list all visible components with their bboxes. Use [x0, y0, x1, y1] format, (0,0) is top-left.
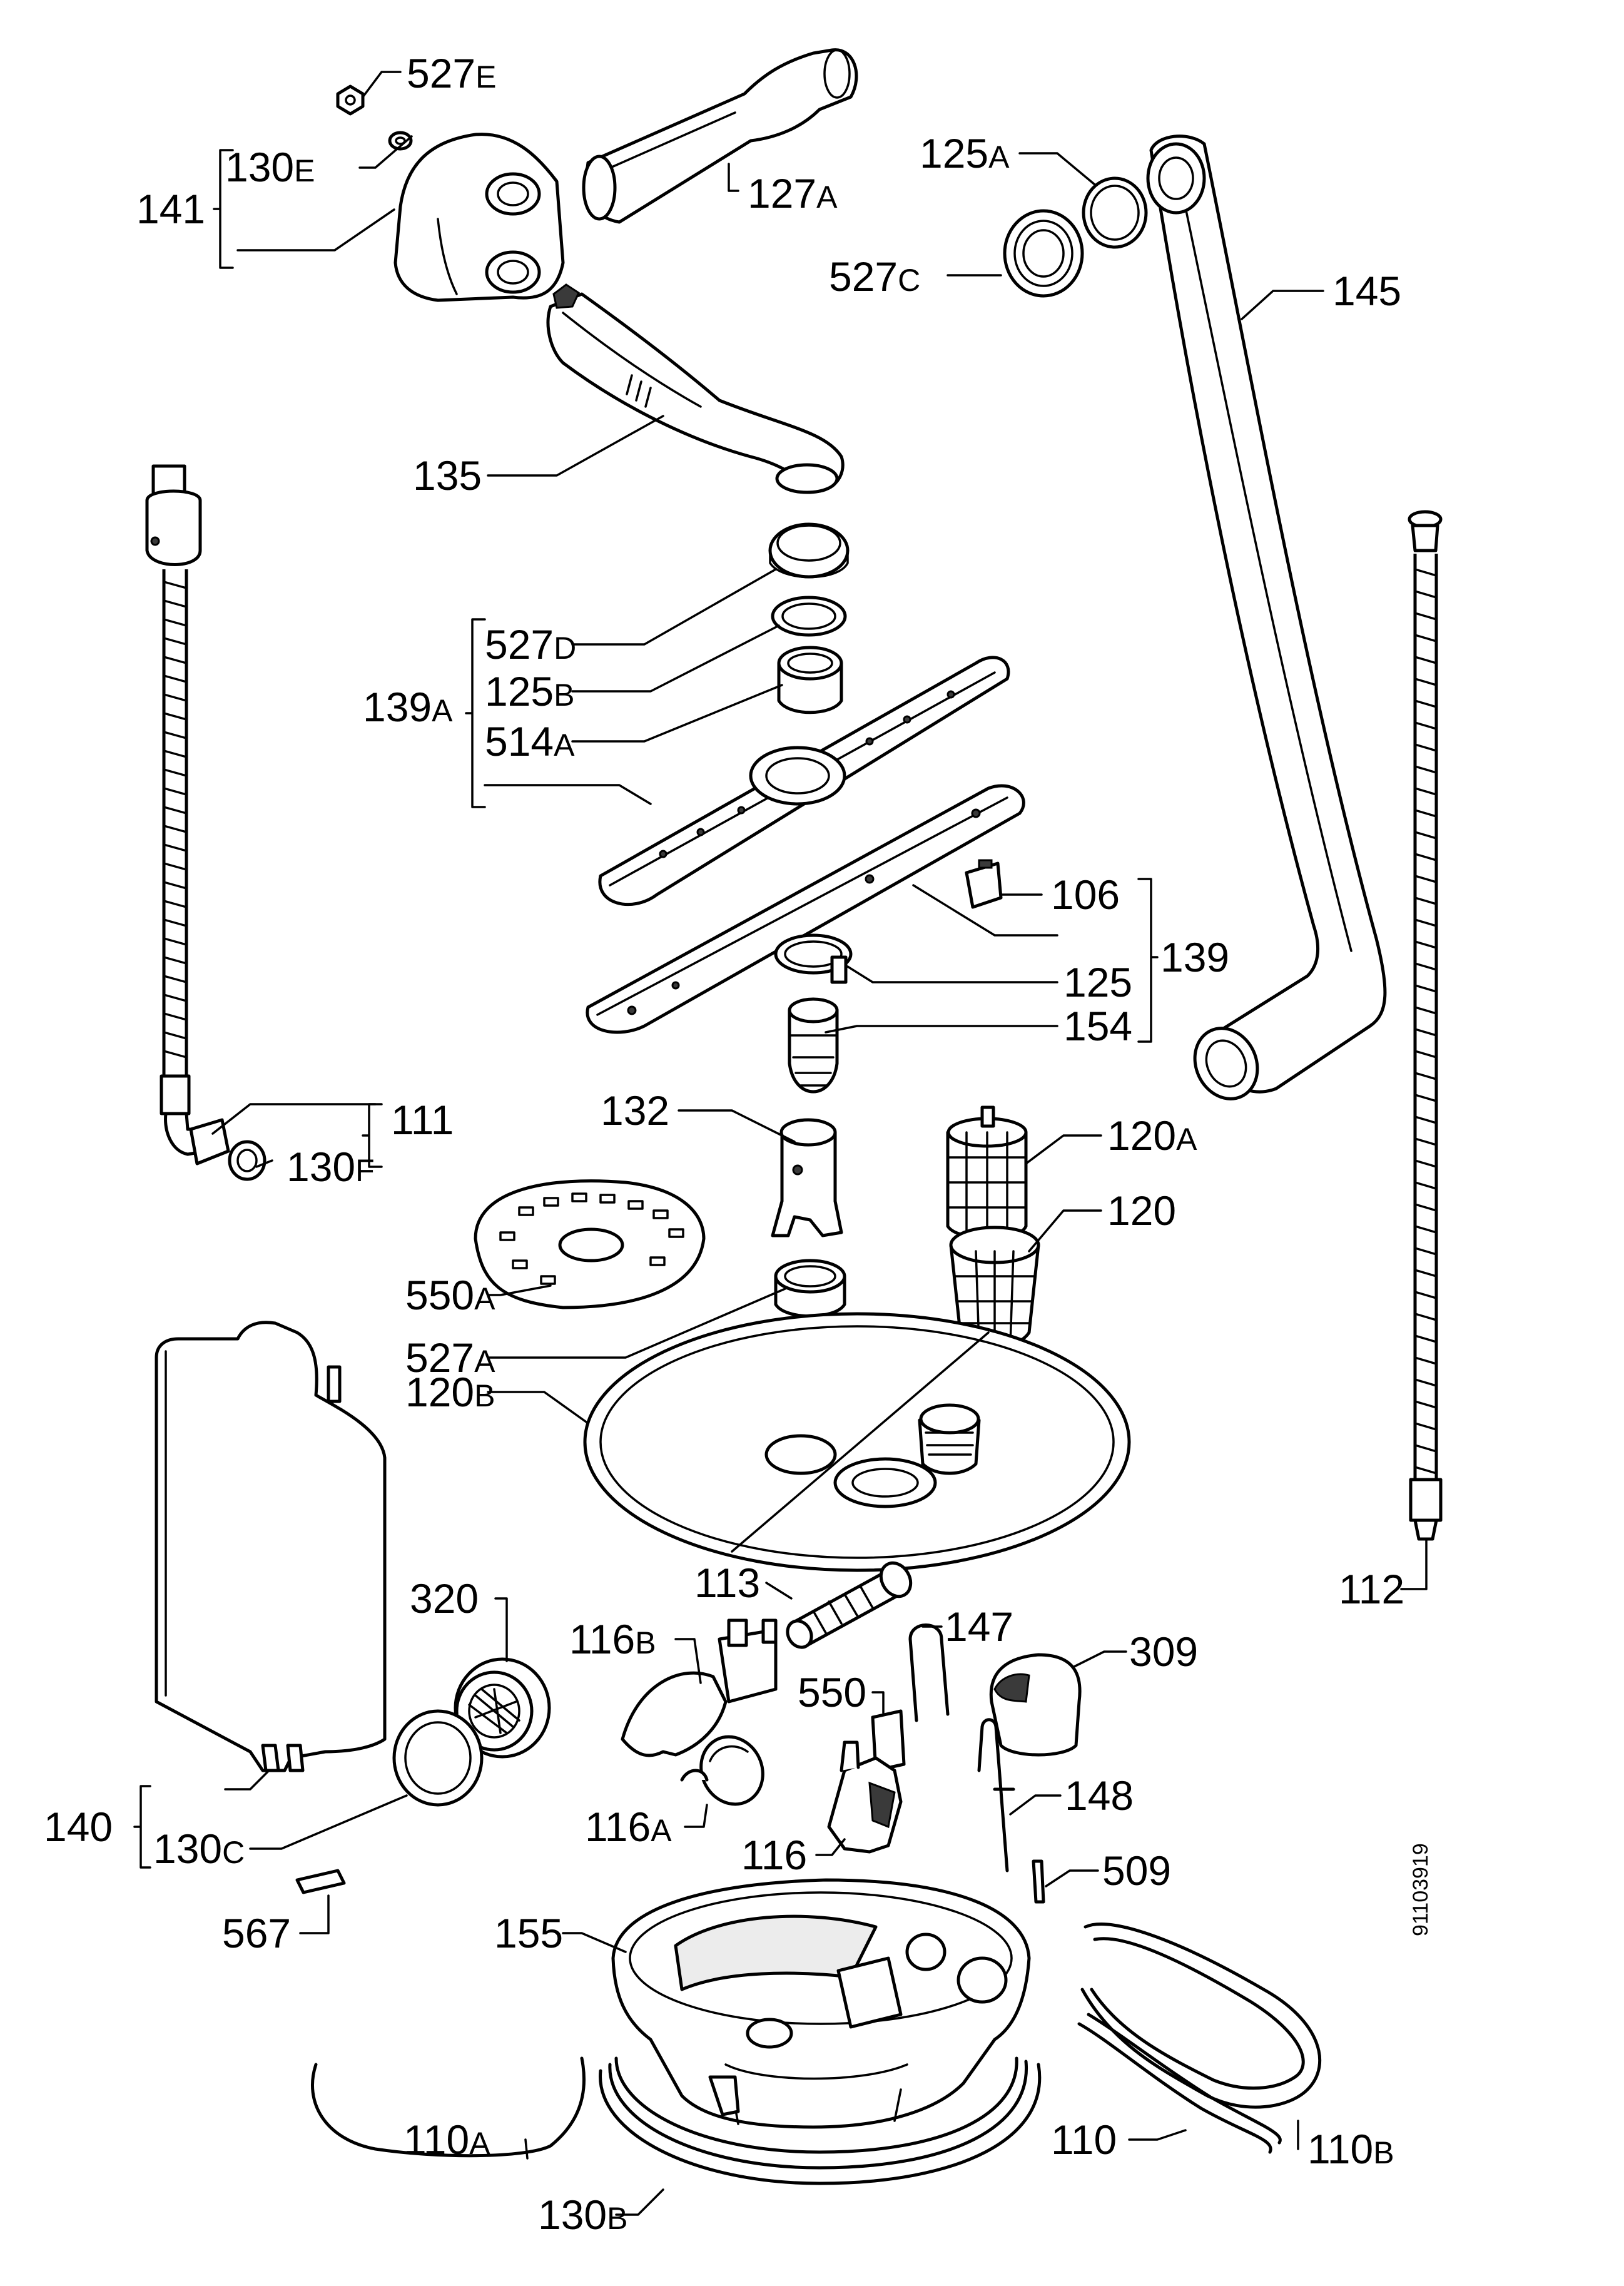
part-127a-connector: [582, 48, 858, 224]
label-112: 112: [1339, 1566, 1404, 1612]
part-132-connector: [771, 1118, 843, 1237]
part-110b-hose: [1080, 1923, 1322, 2109]
part-113-heater: [786, 1561, 913, 1649]
part-145-pipe: [1146, 135, 1387, 1100]
label-148: 148: [1065, 1772, 1134, 1819]
label-309: 309: [1129, 1628, 1198, 1675]
label-125b: 125B: [485, 668, 574, 714]
label-127a: 127A: [748, 170, 838, 216]
label-527c: 527C: [829, 253, 920, 300]
label-110: 110: [1051, 2116, 1117, 2163]
label-130f: 130F: [287, 1144, 375, 1190]
label-106: 106: [1051, 871, 1120, 918]
label-155: 155: [494, 1910, 563, 1956]
part-155-sump: [611, 1878, 1031, 2129]
part-112-hose: [1408, 510, 1443, 1541]
label-116a: 116A: [585, 1804, 672, 1850]
label-135: 135: [413, 452, 482, 499]
part-125b-ring: [771, 596, 847, 637]
part-110-hose: [1077, 2013, 1282, 2154]
label-132: 132: [601, 1087, 669, 1134]
part-120b-plate: [583, 1312, 1131, 1572]
label-120b: 120B: [405, 1369, 495, 1415]
label-110a: 110A: [403, 2116, 490, 2163]
part-141-bracket: [393, 133, 565, 302]
label-140: 140: [44, 1804, 113, 1850]
label-527e: 527E: [407, 50, 496, 96]
label-145: 145: [1332, 268, 1401, 314]
label-509: 509: [1102, 1847, 1171, 1894]
label-550a: 550A: [405, 1272, 495, 1318]
part-135-tube: [546, 283, 845, 494]
part-130e-washer: [388, 131, 413, 151]
part-130b-ring: [599, 2056, 1042, 2185]
part-147-clip: [908, 1623, 950, 1722]
label-130e: 130E: [225, 144, 315, 190]
label-120: 120: [1107, 1187, 1176, 1234]
part-527e-nut: [336, 84, 365, 116]
part-116a-ball: [680, 1735, 764, 1806]
label-125a: 125A: [920, 130, 1010, 176]
label-116b: 116B: [569, 1616, 656, 1662]
part-130f-ring: [228, 1140, 266, 1181]
part-509-pin: [1032, 1859, 1045, 1904]
part-148-clip: [977, 1718, 1015, 1872]
label-110b: 110B: [1307, 2126, 1394, 2172]
label-154: 154: [1063, 1003, 1132, 1049]
part-320-fan: [454, 1657, 551, 1759]
part-125a-ring: [1082, 176, 1148, 249]
part-527a-ring-nut: [774, 1259, 846, 1318]
part-125-clip-ring: [774, 933, 853, 984]
label-527d: 527D: [485, 621, 576, 668]
part-309-cap: [989, 1653, 1082, 1757]
part-106-clip: [965, 859, 1003, 909]
label-111: 111: [391, 1097, 454, 1143]
label-120a: 120A: [1107, 1112, 1197, 1159]
figure-code: 91103919: [1409, 1843, 1433, 1936]
label-567: 567: [222, 1910, 291, 1956]
part-130c-ring: [392, 1709, 484, 1807]
label-113: 113: [694, 1560, 760, 1606]
label-139a: 139A: [363, 684, 453, 730]
part-139-spray-arm: [586, 784, 1025, 1034]
label-550: 550: [798, 1669, 866, 1715]
label-527a: 527A: [405, 1334, 495, 1381]
label-141: 141: [136, 186, 205, 232]
part-550-block: [871, 1709, 906, 1772]
label-514a: 514A: [485, 718, 575, 765]
part-514a-bushing: [777, 646, 843, 714]
part-116-valve: [827, 1740, 903, 1854]
label-130c: 130C: [153, 1826, 245, 1872]
part-567-clip: [295, 1869, 346, 1894]
label-147: 147: [945, 1603, 1013, 1650]
part-110a-hose: [311, 2056, 586, 2158]
part-116b-valve: [621, 1618, 778, 1757]
label-320: 320: [410, 1575, 479, 1622]
part-111-inlet-hose: [145, 464, 230, 1166]
part-527d-ring-nut: [768, 522, 850, 579]
leader-lines: [133, 71, 1428, 2216]
label-125: 125: [1063, 959, 1132, 1005]
callout-labels: 527E 130E 141 127A 125A 527C 145 135 527…: [44, 50, 1433, 2238]
part-527c-ring-nut: [1003, 209, 1084, 298]
label-130b: 130B: [538, 2192, 627, 2238]
label-116: 116: [741, 1832, 807, 1878]
part-550a-disc: [474, 1179, 706, 1309]
label-139: 139: [1160, 934, 1229, 980]
part-154-hub: [788, 997, 839, 1094]
part-139a-spray-arm: [598, 656, 1010, 906]
part-120a-filter: [946, 1105, 1028, 1240]
part-140-air-break: [155, 1321, 387, 1772]
